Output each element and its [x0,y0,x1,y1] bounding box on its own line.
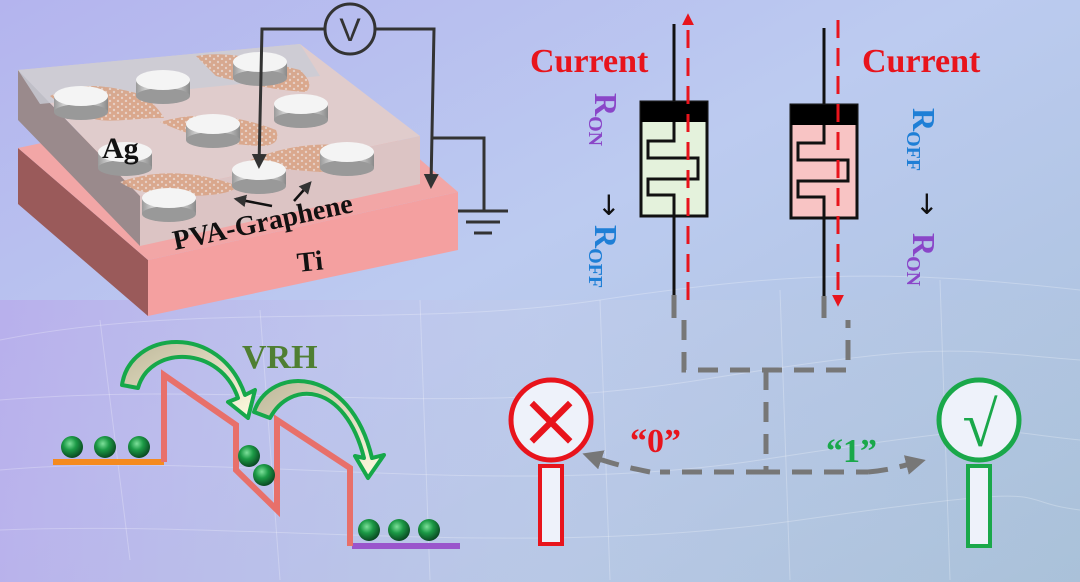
ag-disk [232,160,286,194]
memristor-left: Current RON → ROFF [530,13,709,318]
ag-disk [98,142,152,176]
transition-label-right-target: RON [902,233,942,287]
electron [253,464,275,486]
indicator-stem [966,464,992,548]
ag-disk [142,188,196,222]
potential-barrier [161,369,353,546]
transition-label-left: RON [584,93,624,147]
one-indicator: √ [936,377,1022,548]
ron-label: RON [902,233,942,287]
ti-substrate-front-face [148,192,458,316]
one-label: “1” [826,433,877,470]
electrons-middle [238,445,275,486]
hop-arrow-1 [120,340,257,420]
transition-label-right: ROFF [902,108,942,171]
electron [388,519,410,541]
logic-readout: × “0” √ “1” [508,320,1022,548]
indicator-stem [538,464,564,546]
dashed-connector [660,320,868,475]
ag-disk [136,70,190,104]
ag-disk [54,86,108,120]
voltmeter-symbol: V [339,12,361,48]
memristor-cap [641,102,707,122]
memristor-cap [791,105,857,125]
indicator-head [508,377,594,463]
electrons-right [358,519,440,541]
ron-label: RON [584,93,624,147]
voltmeter-icon [323,2,377,56]
ti-label: Ti [295,245,324,279]
measurement-circuit: V [251,2,508,235]
graphene-pointer-arrow [293,181,312,202]
graphene-pointer-arrow [233,194,273,208]
ag-disk [186,114,240,148]
vrh-label: VRH [242,339,318,376]
electron [418,519,440,541]
current-label-left: Current [530,43,649,80]
probe-wire-left [251,27,325,169]
transition-label-left-target: ROFF [584,225,624,288]
roff-label: ROFF [584,225,624,288]
arrow-to-zero [582,450,651,475]
electrons-left [61,436,150,458]
probe-wire-right [375,27,439,189]
ground-icon [458,209,508,235]
ti-substrate-left-face [18,148,148,316]
ag-label: Ag [102,132,139,165]
ag-disk [274,94,328,128]
hop-arrow-2 [252,379,386,480]
electron [128,436,150,458]
ground-wire [432,136,486,210]
check-icon: √ [962,389,998,460]
memristor-right: Current ROFF → RON [789,20,981,318]
transition-arrow-right: → [911,192,944,215]
electron [358,519,380,541]
electron [238,445,260,467]
transition-arrow-left: → [593,193,626,216]
cross-icon: × [519,375,583,464]
electron [94,436,116,458]
zero-label: “0” [630,423,681,460]
electron [61,436,83,458]
pva-layer-left-face [18,70,140,246]
vrh-diagram: VRH [53,339,460,549]
current-label-right: Current [862,43,981,80]
memristor-device-3d: Ag PVA-Graphene Ti [18,44,458,316]
roff-label: ROFF [902,108,942,171]
memristor-zigzag [646,122,700,216]
memristor-zigzag [796,125,850,218]
arrow-to-one [867,455,926,475]
zero-indicator: × [508,375,594,546]
ag-disk [320,142,374,176]
indicator-head [936,377,1022,463]
